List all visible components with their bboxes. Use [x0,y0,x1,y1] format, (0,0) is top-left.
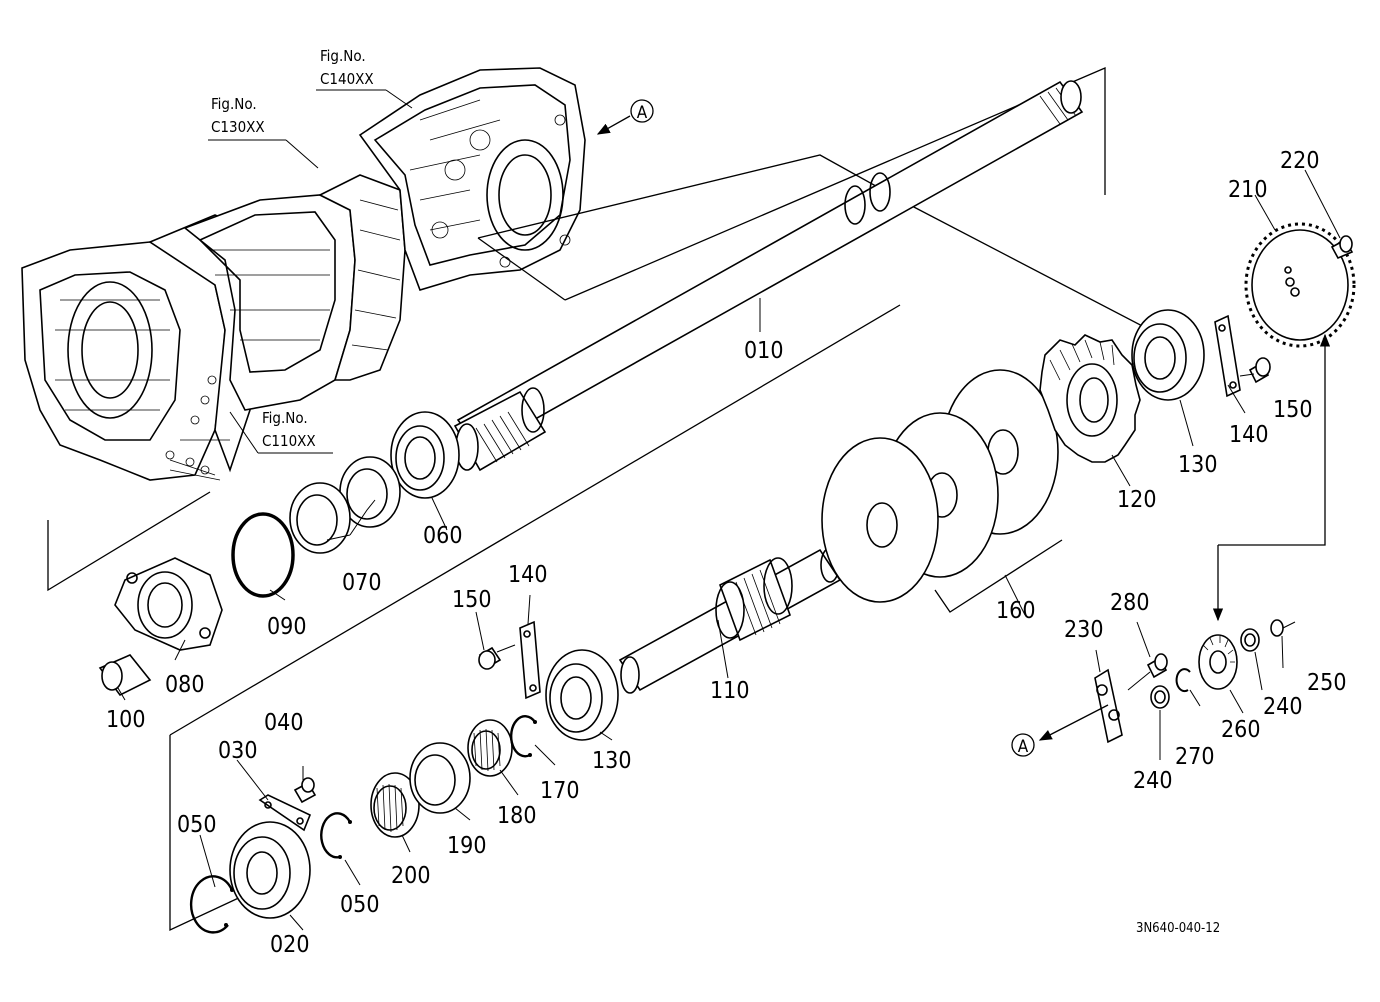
plate-230[interactable] [1038,668,1123,744]
fig-ref-c140-code: C140XX [320,70,374,88]
drawing-code: 3N640-040-12 [1136,921,1220,936]
part-label-080[interactable]: 080 [165,672,205,698]
part-label-230[interactable]: 230 [1064,617,1104,643]
part-label-220[interactable]: 220 [1280,148,1320,174]
bolt-280[interactable] [1127,653,1168,691]
part-label-240-lower[interactable]: 240 [1133,768,1173,794]
part-label-160[interactable]: 160 [996,598,1036,624]
fig-ref-c130-label: Fig.No. [211,95,257,113]
view-a-marker-top-label: A [637,103,648,123]
washer-240-lower[interactable] [1150,685,1170,709]
view-a-marker-top [630,99,654,123]
fig-ref-c130[interactable]: Fig.No. C130XX [208,95,319,169]
collars-070[interactable] [289,456,401,554]
assembly-frame-lines [47,67,1331,932]
part-label-100[interactable]: 100 [106,707,146,733]
part-label-180[interactable]: 180 [497,803,537,829]
part-label-140-lower[interactable]: 140 [508,562,548,588]
part-label-170[interactable]: 170 [540,778,580,804]
part-label-090[interactable]: 090 [267,614,307,640]
circlip-250[interactable] [1270,619,1296,637]
bolt-040[interactable] [293,766,317,804]
fig-ref-c140-label: Fig.No. [320,47,366,65]
fig-ref-c110-label: Fig.No. [262,409,308,427]
plate-140-lower[interactable] [519,620,541,700]
part-label-070[interactable]: 070 [342,570,382,596]
fig-ref-c110-code: C110XX [262,432,316,450]
part-label-200[interactable]: 200 [391,863,431,889]
circlip-170[interactable] [509,715,537,758]
sensor-ring-210[interactable] [1244,222,1356,348]
bearing-060[interactable] [390,411,460,499]
bolt-220[interactable] [1330,235,1354,260]
part-label-060[interactable]: 060 [423,523,463,549]
plate-140-upper[interactable] [1214,314,1241,398]
part-label-140-upper[interactable]: 140 [1229,422,1269,448]
part-label-240-upper[interactable]: 240 [1263,694,1303,720]
part-label-120[interactable]: 120 [1117,487,1157,513]
part-label-040[interactable]: 040 [264,710,304,736]
part-label-260[interactable]: 260 [1221,717,1261,743]
part-label-190[interactable]: 190 [447,833,487,859]
part-label-270[interactable]: 270 [1175,744,1215,770]
circlip-270[interactable] [1175,668,1191,693]
part-label-110[interactable]: 110 [710,678,750,704]
o-ring-090[interactable] [231,512,295,598]
part-label-010[interactable]: 010 [744,338,784,364]
bearing-020[interactable] [229,821,311,919]
bearing-130-upper[interactable] [1131,309,1205,401]
collar-190[interactable] [409,742,471,814]
part-label-130-upper[interactable]: 130 [1178,452,1218,478]
part-labels: 010 020 030 040 050 050 060 070 080 090 … [106,148,1347,958]
view-a-marker-bottom [1011,733,1035,757]
fig-ref-c140[interactable]: Fig.No. C140XX [316,47,413,109]
countershaft-110[interactable] [618,547,842,694]
bolt-150-upper[interactable] [1239,357,1271,384]
part-label-250[interactable]: 250 [1307,670,1347,696]
part-label-280[interactable]: 280 [1110,590,1150,616]
circlip-050-left[interactable] [189,875,234,934]
leader-lines [117,169,1341,931]
washer-240-upper[interactable] [1240,628,1260,652]
transmission-housing [21,67,631,481]
part-label-050-left[interactable]: 050 [177,812,217,838]
part-label-130-lower[interactable]: 130 [592,748,632,774]
bearing-130-lower[interactable] [545,649,619,741]
bearing-180[interactable] [467,719,513,777]
discs-160[interactable] [821,369,1063,613]
circlip-050-right[interactable] [320,812,352,859]
plug-100[interactable] [98,654,152,697]
view-a-marker-bottom-label: A [1018,737,1029,757]
bolt-150-lower[interactable] [478,644,516,670]
part-label-050-right[interactable]: 050 [340,892,380,918]
main-shaft[interactable] [453,80,1084,472]
gear-260[interactable] [1198,634,1238,690]
fig-ref-c130-code: C130XX [211,118,265,136]
part-label-020[interactable]: 020 [270,932,310,958]
fig-ref-c110[interactable]: Fig.No. C110XX [229,409,333,454]
gear-120[interactable] [1039,334,1141,463]
part-label-210[interactable]: 210 [1228,177,1268,203]
part-label-150-upper[interactable]: 150 [1273,397,1313,423]
part-label-030[interactable]: 030 [218,738,258,764]
flange-080[interactable] [114,557,223,651]
bearing-200[interactable] [370,772,420,838]
part-label-150-lower[interactable]: 150 [452,587,492,613]
